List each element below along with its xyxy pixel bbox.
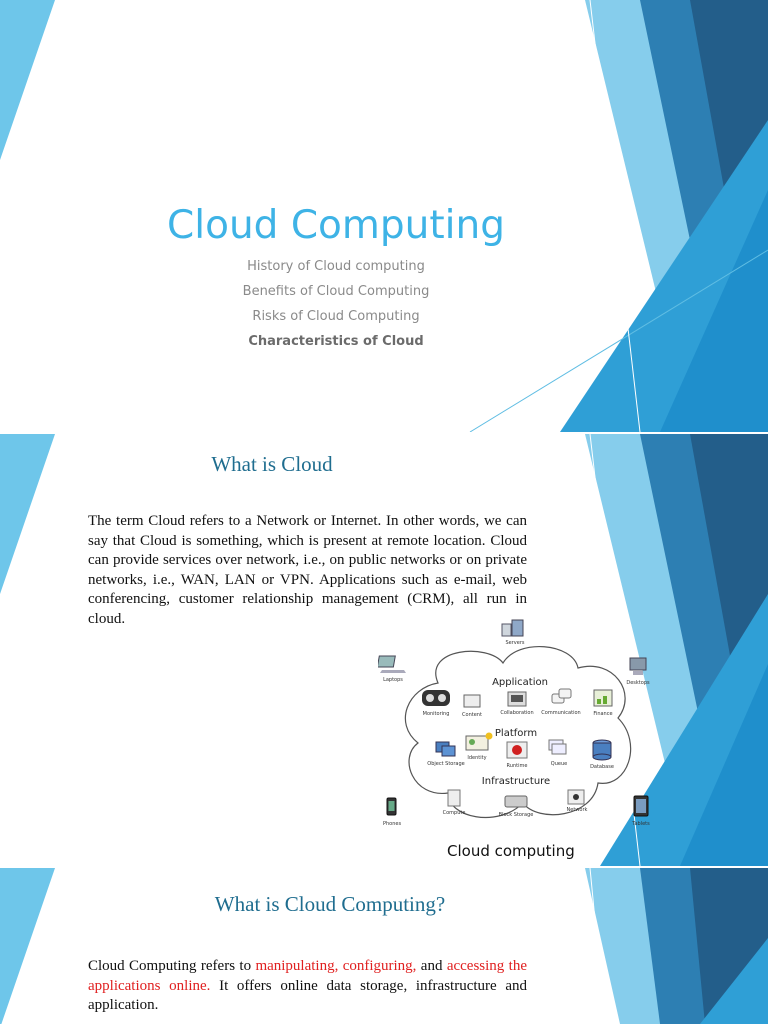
subtitle-benefits: Benefits of Cloud Computing <box>242 284 430 299</box>
communication-icon: Communication <box>541 688 581 716</box>
paragraph-cloud-computing: Cloud Computing refers to manipulating, … <box>88 957 527 1016</box>
compute-icon: Compute <box>443 789 466 816</box>
finance-icon: Finance <box>593 689 613 717</box>
runtime-icon: Runtime <box>506 741 528 769</box>
content-icon: Content <box>462 694 482 718</box>
paragraph-cloud-definition: The term Cloud refers to a Network or In… <box>88 513 527 627</box>
device-label-desktops: Desktops <box>626 680 650 686</box>
slide-title: Cloud Computing History of Cloud computi… <box>0 0 768 432</box>
queue-icon: Queue <box>548 739 567 767</box>
heading-what-is-cloud-computing: What is Cloud Computing? <box>214 892 446 916</box>
servers-icon: Servers <box>501 619 525 646</box>
subtitle-characteristics: Characteristics of Cloud <box>248 334 424 349</box>
laptop-icon: Laptops <box>378 655 406 683</box>
layer-platform: Platform <box>495 728 537 739</box>
component-label-network: Network <box>567 807 588 813</box>
subtitle-history: History of Cloud computing <box>247 259 425 274</box>
component-label-object-storage: Object Storage <box>427 761 464 767</box>
collaboration-icon: Collaboration <box>500 691 534 716</box>
heading-what-is-cloud: What is Cloud <box>211 452 333 476</box>
component-label-database: Database <box>590 764 614 770</box>
database-icon: Database <box>590 739 614 770</box>
block-storage-icon: Block Storage <box>499 795 534 818</box>
paragraph-text-end: It offers online data storage, infrastru… <box>88 977 528 1014</box>
component-label-monitoring: Monitoring <box>423 711 450 717</box>
paragraph-text-start: Cloud Computing refers to <box>88 958 252 974</box>
subtitle-risks: Risks of Cloud Computing <box>252 309 420 324</box>
component-label-block-storage: Block Storage <box>499 812 534 818</box>
tablet-icon: Tablets <box>631 795 650 827</box>
layer-application: Application <box>492 677 548 688</box>
component-label-runtime: Runtime <box>507 763 528 769</box>
paragraph-text-and: and <box>420 958 443 974</box>
component-label-identity: Identity <box>467 755 486 761</box>
component-label-content: Content <box>462 712 482 718</box>
component-label-finance: Finance <box>593 711 612 717</box>
component-label-collaboration: Collaboration <box>500 710 533 716</box>
diagram-caption: Cloud computing <box>447 842 575 860</box>
slide-decoration <box>0 434 768 866</box>
cloud-shape <box>404 645 632 818</box>
phone-icon: Phones <box>383 797 401 827</box>
component-label-communication: Communication <box>541 710 580 716</box>
identity-icon: Identity <box>465 732 493 761</box>
slide-decoration <box>0 868 768 1024</box>
device-label-laptops: Laptops <box>383 677 403 683</box>
slide-decoration <box>0 0 768 432</box>
slide-what-is-cloud-computing: What is Cloud Computing? Cloud Computing… <box>0 868 768 1024</box>
slide-what-is-cloud: What is Cloud The term Cloud refers to a… <box>0 434 768 866</box>
slide-title-heading: Cloud Computing <box>167 203 505 248</box>
highlight-accessing: accessing the applications online. <box>88 958 527 994</box>
highlight-manipulating: manipulating, configuring, <box>255 958 417 974</box>
device-label-servers: Servers <box>505 640 524 646</box>
device-label-tablets: Tablets <box>631 821 650 827</box>
component-label-queue: Queue <box>551 761 567 767</box>
desktop-icon: Desktops <box>626 657 650 686</box>
cloud-computing-diagram: Servers Laptops Desktops Phones Tablets … <box>378 619 650 827</box>
layer-infrastructure: Infrastructure <box>482 776 550 787</box>
component-label-compute: Compute <box>443 810 466 816</box>
object-storage-icon: Object Storage <box>427 741 465 767</box>
device-label-phones: Phones <box>383 821 401 827</box>
network-icon: Network <box>567 789 588 813</box>
monitoring-icon: Monitoring <box>422 690 450 717</box>
